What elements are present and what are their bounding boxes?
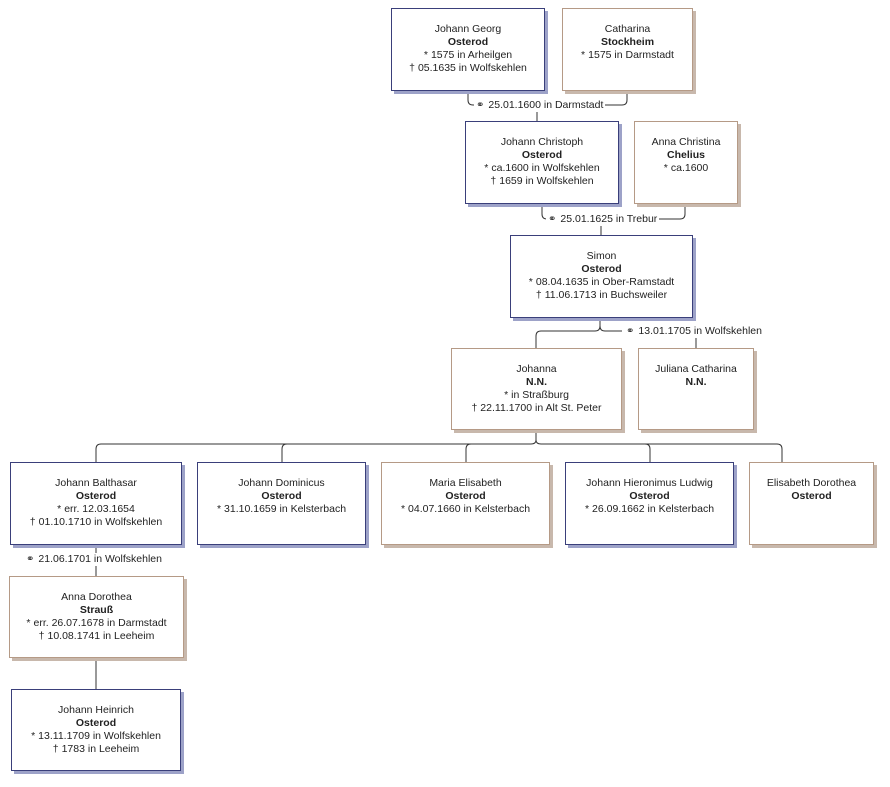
- birth-icon: *: [26, 617, 31, 629]
- birth-event: *ca.1600: [663, 162, 709, 174]
- death-event: †1783 in Leeheim: [52, 743, 140, 755]
- given-name: Simon: [586, 250, 617, 262]
- person-box-elisabeth-dorothea[interactable]: Elisabeth Dorothea Osterod: [749, 462, 874, 545]
- birth-event: *err. 26.07.1678 in Darmstadt: [26, 617, 167, 629]
- birth-event: *31.10.1659 in Kelsterbach: [216, 503, 347, 515]
- death-event: †01.10.1710 in Wolfskehlen: [29, 516, 163, 528]
- birth-event: *err. 12.03.1654: [57, 503, 135, 515]
- surname: Osterod: [629, 490, 670, 502]
- surname: Osterod: [261, 490, 302, 502]
- connector-child-2: [281, 443, 288, 462]
- given-name: Johann Dominicus: [238, 477, 325, 489]
- person-box-maria-elisabeth[interactable]: Maria Elisabeth Osterod *04.07.1660 in K…: [381, 462, 550, 545]
- birth-event: *in Straßburg: [504, 389, 569, 401]
- death-event: †1659 in Wolfskehlen: [490, 175, 594, 187]
- given-name: Johanna: [516, 363, 557, 375]
- birth-icon: *: [584, 503, 590, 515]
- birth-event: *13.11.1709 in Wolfskehlen: [31, 730, 161, 742]
- given-name: Maria Elisabeth: [429, 477, 502, 489]
- connector-simon-wives: [535, 319, 622, 348]
- death-icon: †: [52, 743, 59, 755]
- birth-icon: *: [400, 503, 406, 515]
- surname: Osterod: [447, 36, 489, 48]
- person-box-johann-dominicus[interactable]: Johann Dominicus Osterod *31.10.1659 in …: [197, 462, 366, 545]
- person-box-johann-christoph[interactable]: Johann Christoph Osterod *ca.1600 in Wol…: [465, 121, 619, 204]
- person-box-johann-balthasar[interactable]: Johann Balthasar Osterod *err. 12.03.165…: [10, 462, 182, 545]
- marriage-label-m4: ⚭21.06.1701 in Wolfskehlen: [24, 553, 164, 566]
- marriage-rings-icon: ⚭: [548, 214, 557, 225]
- given-name: Johann Balthasar: [55, 477, 137, 489]
- marriage-rings-icon: ⚭: [476, 100, 485, 111]
- death-icon: †: [471, 402, 478, 414]
- death-icon: †: [29, 516, 36, 528]
- death-event: †22.11.1700 in Alt St. Peter: [471, 402, 602, 414]
- birth-event: *ca.1600 in Wolfskehlen: [484, 162, 600, 174]
- marriage-rings-icon: ⚭: [26, 554, 35, 565]
- given-name: Anna Christina: [651, 136, 721, 148]
- marriage-label-m3: ⚭13.01.1705 in Wolfskehlen: [624, 325, 764, 338]
- birth-icon: *: [57, 503, 62, 515]
- surname: Osterod: [521, 149, 563, 161]
- person-box-juliana-catharina[interactable]: Juliana Catharina N.N.: [638, 348, 754, 430]
- surname: Strauß: [79, 604, 114, 616]
- person-box-johanna[interactable]: Johanna N.N. *in Straßburg †22.11.1700 i…: [451, 348, 622, 430]
- given-name: Catharina: [604, 23, 651, 35]
- death-event: †10.08.1741 in Leeheim: [38, 630, 155, 642]
- connector-m1: [467, 91, 628, 106]
- birth-icon: *: [31, 730, 36, 742]
- connector-child-4: [644, 443, 651, 462]
- birth-event: *08.04.1635 in Ober-Ramstadt: [528, 276, 675, 288]
- surname: Osterod: [75, 490, 117, 502]
- marriage-rings-icon: ⚭: [626, 326, 635, 337]
- surname: Stockheim: [600, 36, 655, 48]
- surname: Osterod: [791, 490, 832, 502]
- given-name: Johann Christoph: [500, 136, 584, 148]
- birth-event: *04.07.1660 in Kelsterbach: [400, 503, 531, 515]
- birth-icon: *: [581, 49, 586, 61]
- person-box-catharina[interactable]: Catharina Stockheim *1575 in Darmstadt: [562, 8, 693, 91]
- marriage-label-m2: ⚭25.01.1625 in Trebur: [546, 213, 660, 226]
- person-box-johann-hieronimus-ludwig[interactable]: Johann Hieronimus Ludwig Osterod *26.09.…: [565, 462, 734, 545]
- person-box-johann-heinrich[interactable]: Johann Heinrich Osterod *13.11.1709 in W…: [11, 689, 181, 771]
- death-event: †11.06.1713 in Buchsweiler: [535, 289, 668, 301]
- death-icon: †: [490, 175, 497, 187]
- surname: Chelius: [667, 149, 705, 161]
- birth-icon: *: [216, 503, 222, 515]
- given-name: Juliana Catharina: [655, 363, 737, 375]
- surname: N.N.: [526, 376, 547, 388]
- death-event: †05.1635 in Wolfskehlen: [409, 62, 527, 74]
- person-box-anna-dorothea[interactable]: Anna Dorothea Strauß *err. 26.07.1678 in…: [9, 576, 184, 658]
- death-icon: †: [409, 62, 415, 74]
- birth-icon: *: [528, 276, 533, 288]
- connector-child-3: [465, 443, 472, 462]
- death-icon: †: [535, 289, 542, 301]
- given-name: Anna Dorothea: [61, 591, 132, 603]
- given-name: Johann Hieronimus Ludwig: [586, 477, 713, 489]
- person-box-johann-georg[interactable]: Johann Georg Osterod *1575 in Arheilgen …: [391, 8, 545, 91]
- person-box-simon[interactable]: Simon Osterod *08.04.1635 in Ober-Ramsta…: [510, 235, 693, 318]
- birth-icon: *: [423, 49, 428, 61]
- person-box-anna-christina[interactable]: Anna Christina Chelius *ca.1600: [634, 121, 738, 204]
- birth-event: *26.09.1662 in Kelsterbach: [584, 503, 715, 515]
- birth-event: *1575 in Arheilgen: [423, 49, 513, 61]
- surname: Osterod: [445, 490, 486, 502]
- birth-icon: *: [504, 389, 509, 401]
- death-icon: †: [38, 630, 45, 642]
- given-name: Johann Heinrich: [58, 704, 134, 716]
- connector-children-bus: [95, 431, 783, 462]
- surname: Osterod: [75, 717, 117, 729]
- birth-event: *1575 in Darmstadt: [581, 49, 674, 61]
- surname: N.N.: [685, 376, 707, 388]
- given-name: Johann Georg: [434, 23, 502, 35]
- given-name: Elisabeth Dorothea: [766, 477, 857, 489]
- surname: Osterod: [581, 263, 622, 275]
- birth-icon: *: [663, 162, 668, 174]
- birth-icon: *: [484, 162, 489, 174]
- marriage-label-m1: ⚭25.01.1600 in Darmstadt: [474, 99, 606, 112]
